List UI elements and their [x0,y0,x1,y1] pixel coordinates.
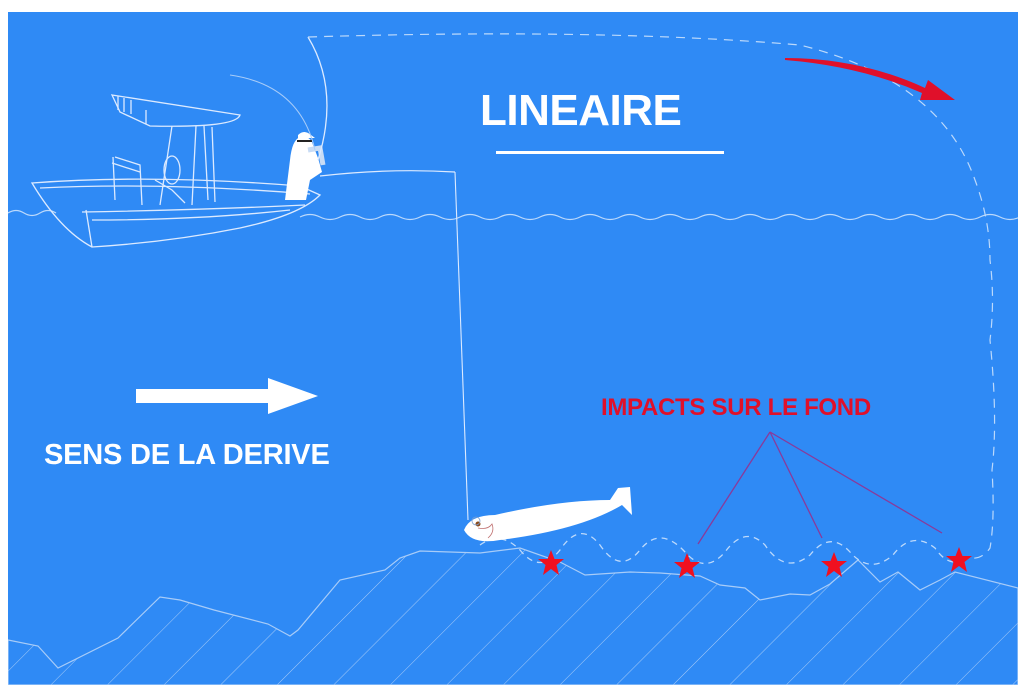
title-underline [496,151,724,154]
diagram-panel [8,12,1018,685]
seabed [8,547,1018,685]
bottom-bounce-path [479,533,969,565]
impact-leader-lines [697,431,943,545]
star-icon [946,547,972,572]
star-icon [674,553,700,578]
drift-arrow-icon [136,378,318,414]
fishing-rod [229,36,469,521]
boat-icon [30,94,322,248]
diagram-canvas [8,33,1018,685]
impacts-label: IMPACTS SUR LE FOND [601,394,871,421]
impact-star-icons [538,547,972,578]
star-icon [538,550,564,575]
star-icon [821,552,847,577]
lure-icon [464,487,632,542]
motion-arrow-icon [785,58,955,100]
diagram-title: LINEAIRE [480,86,682,135]
retrieve-path-dashed [307,33,996,559]
water-surface [8,209,1018,221]
angler-icon [285,132,326,200]
drift-direction-label: SENS DE LA DERIVE [44,439,330,471]
